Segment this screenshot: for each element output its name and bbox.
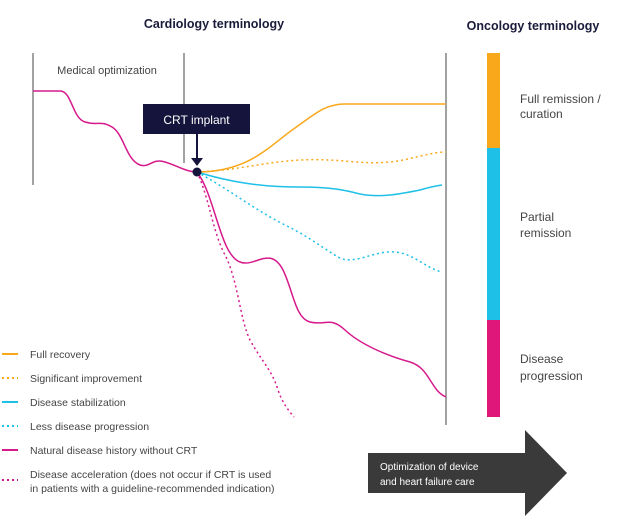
full-recovery-curve	[196, 103, 446, 173]
stage-partial-remission-line1: Partial	[520, 210, 554, 224]
stage-partial-remission-line2: remission	[520, 226, 571, 240]
legend-label-less-disease-progression: Less disease progression	[30, 421, 149, 433]
stage-disease-progression-line2: progression	[520, 369, 583, 383]
stage-disease-progression-line1: Disease	[520, 352, 564, 366]
optimization-arrow-icon	[368, 430, 567, 516]
legend: Full recovery Significant improvement Di…	[2, 349, 275, 495]
legend-label-significant-improvement: Significant improvement	[30, 373, 142, 385]
legend-label-disease-stabilization: Disease stabilization	[30, 397, 126, 409]
legend-label-natural-history: Natural disease history without CRT	[30, 445, 198, 457]
crt-arrow-head-icon	[191, 158, 203, 166]
bar-disease-progression	[487, 320, 500, 417]
legend-label-full-recovery: Full recovery	[30, 349, 91, 361]
disease-stabilization-curve	[196, 171, 443, 197]
stage-full-remission-line2: curation	[520, 107, 563, 121]
stage-full-remission-line1: Full remission /	[520, 92, 601, 106]
natural-history-curve	[196, 171, 447, 398]
crt-implant-box	[143, 104, 250, 134]
pre-implant-curve	[33, 90, 198, 173]
crt-implant-label: CRT implant	[163, 113, 230, 127]
oncology-heading: Oncology terminology	[467, 19, 600, 33]
bar-partial-remission	[487, 148, 500, 320]
cardiology-heading: Cardiology terminology	[144, 17, 284, 31]
significant-improvement-curve	[196, 151, 447, 173]
arrow-label-line1: Optimization of device	[380, 462, 479, 473]
legend-label-disease-acceleration-line2: in patients with a guideline-recommended…	[30, 483, 275, 495]
bar-full-remission	[487, 53, 500, 148]
crt-implant-point	[192, 167, 202, 177]
disease-acceleration-curve	[196, 171, 295, 418]
legend-label-disease-acceleration-line1: Disease acceleration (does not occur if …	[30, 469, 271, 481]
less-disease-progression-curve	[196, 171, 443, 273]
medical-optimization-label: Medical optimization	[57, 65, 157, 77]
arrow-label-line2: and heart failure care	[380, 477, 475, 488]
